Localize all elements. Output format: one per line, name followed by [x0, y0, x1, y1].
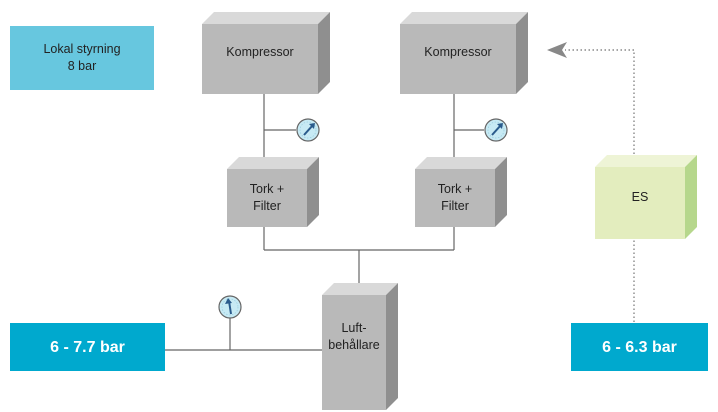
dryer-filter-1-line1: Tork +: [249, 182, 285, 196]
es-controller: [595, 155, 697, 239]
dryer-filter-1: [227, 157, 319, 227]
dryer-filter-1-line2: Filter: [253, 199, 281, 213]
local-control-label: Lokal styrning 8 bar: [10, 26, 154, 90]
control-arrow-icon: [547, 42, 567, 58]
pressure-range-left: 6 - 7.7 bar: [10, 323, 165, 371]
es-label: ES: [631, 189, 649, 204]
air-receiver-label: Luft- behållare: [318, 305, 390, 369]
air-receiver-line2: behållare: [328, 338, 380, 352]
local-control-line1: Lokal styrning: [43, 42, 121, 56]
compressor-2-label: Kompressor: [424, 44, 492, 59]
local-control-line2: 8 bar: [67, 59, 97, 73]
control-signal-line: [565, 49, 635, 322]
compressor-1: [202, 12, 330, 94]
pipe-lines: [165, 92, 484, 351]
pressure-gauge-1-icon: [296, 118, 320, 142]
compressor-1-label: Kompressor: [226, 44, 294, 59]
dryer-filter-2-line1: Tork +: [437, 182, 473, 196]
dryer-filter-2: [415, 157, 507, 227]
dryer-filter-2-line2: Filter: [441, 199, 469, 213]
pressure-gauge-3-icon: [218, 295, 242, 319]
dryer-filter-2-label: Tork + Filter: [415, 169, 495, 227]
pressure-gauge-2-icon: [484, 118, 508, 142]
compressor-2: [400, 12, 528, 94]
pressure-range-right: 6 - 6.3 bar: [571, 323, 708, 371]
air-receiver: [322, 283, 398, 410]
dryer-filter-1-label: Tork + Filter: [227, 169, 307, 227]
control-signal: [547, 42, 635, 322]
air-receiver-line1: Luft-: [341, 321, 367, 335]
